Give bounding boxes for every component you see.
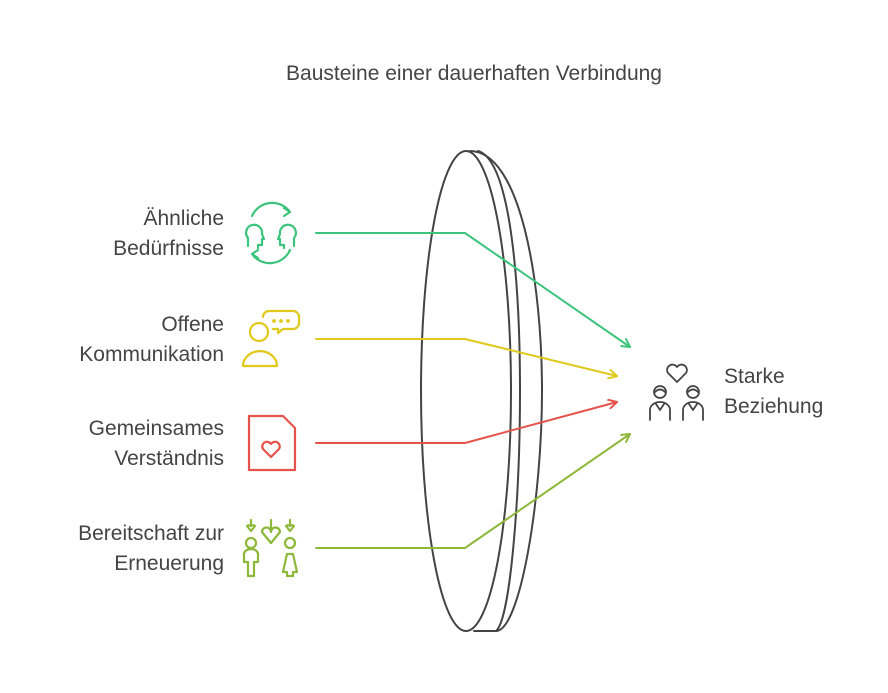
person-speech-icon [241, 309, 301, 368]
heart-document-icon [247, 414, 297, 472]
lens [420, 150, 543, 632]
couple-hearts-icon [242, 518, 299, 578]
arrow-similar-needs [315, 232, 631, 348]
exchange-heads-icon [245, 201, 297, 265]
arrow-willingness-renewal [315, 433, 631, 549]
arrow-shared-understanding [315, 402, 618, 444]
diagram-title: Bausteine einer dauerhaften Verbindung [286, 62, 662, 85]
couple-heart-icon [649, 363, 704, 421]
arrow-open-communication [315, 338, 618, 376]
